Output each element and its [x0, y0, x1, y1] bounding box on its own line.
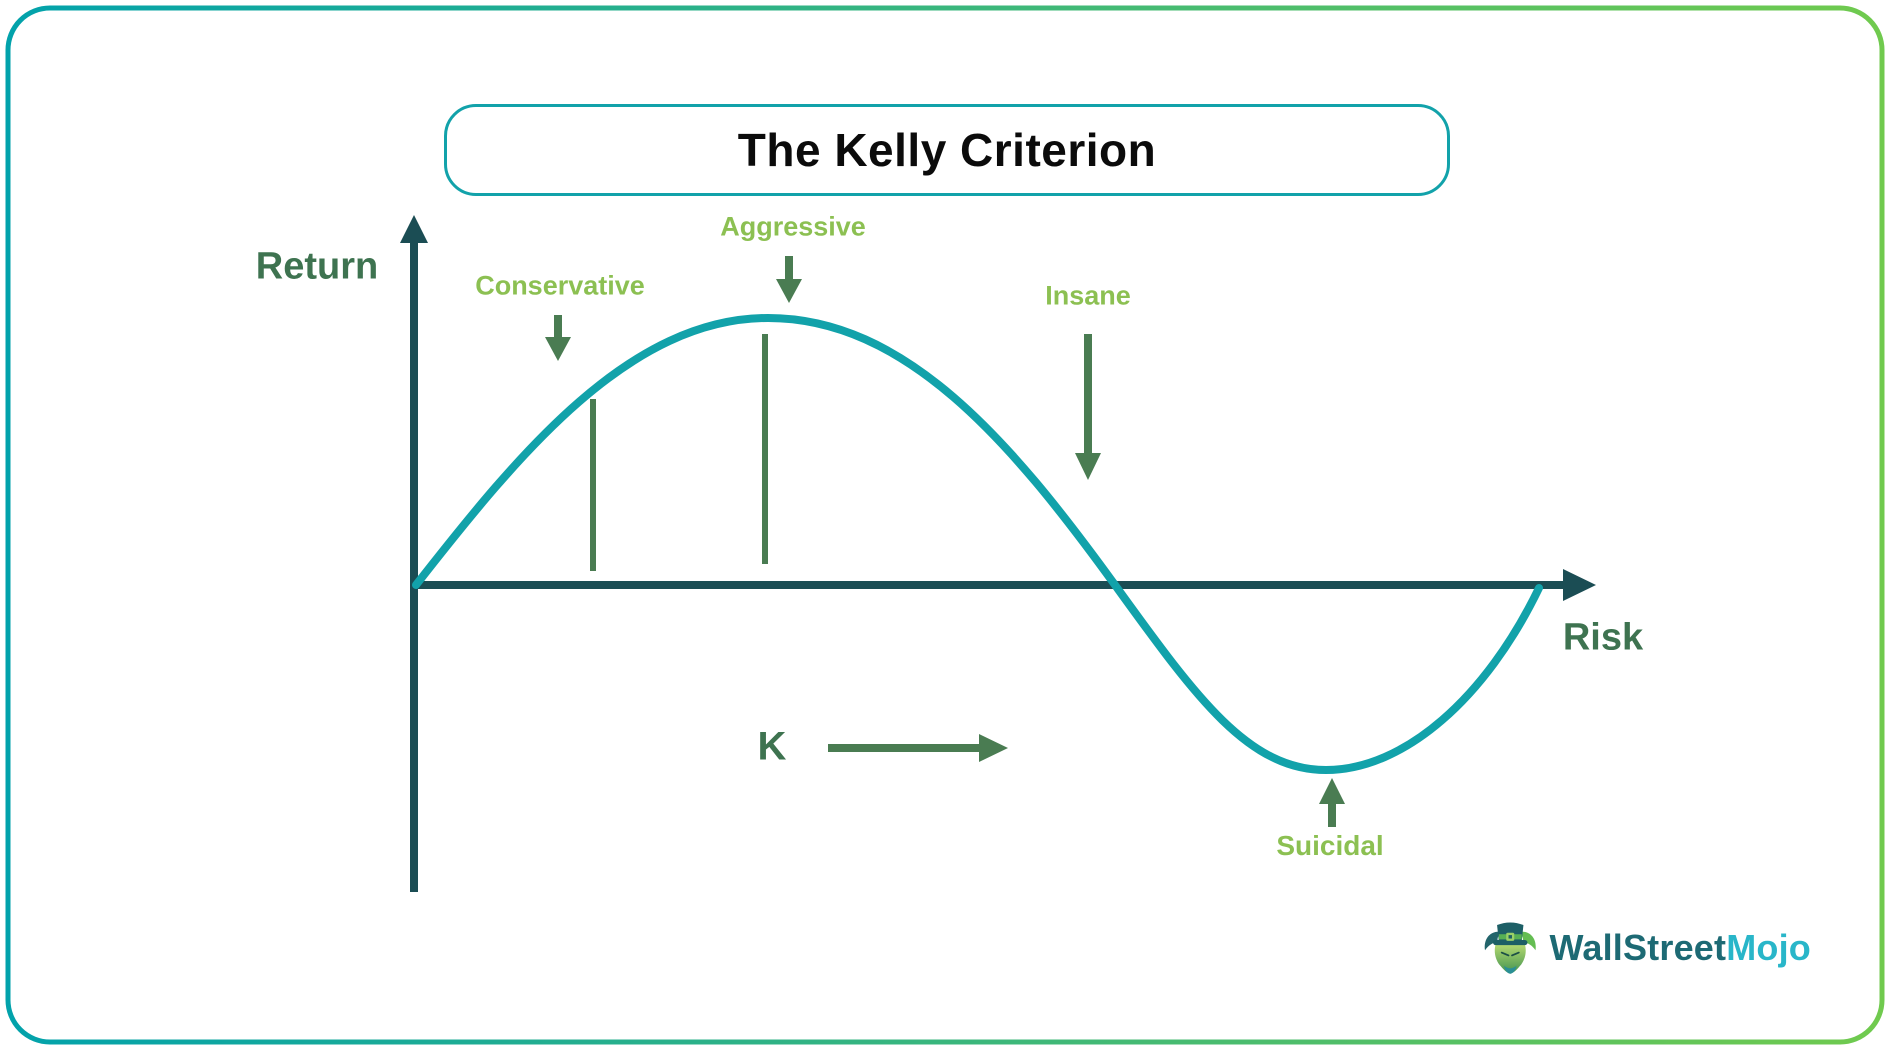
page-title: The Kelly Criterion: [737, 124, 1157, 176]
brand-wordmark: WallStreetMojo: [1550, 927, 1812, 969]
insane-arrow-icon: [1075, 334, 1101, 480]
y-axis-arrowhead: [400, 215, 428, 243]
brand-wordmark-first: WallStreet: [1549, 927, 1727, 968]
conservative-arrow-icon: [545, 315, 571, 361]
insane-zone-label: Insane: [1045, 280, 1131, 311]
suicidal-arrow-icon: [1319, 778, 1345, 827]
kelly-curve: [412, 313, 1543, 775]
x-axis-arrowhead: [1563, 569, 1596, 601]
k-fraction-label: K: [757, 724, 787, 769]
conservative-zone-label: Conservative: [475, 270, 645, 301]
chart-title-box: The Kelly Criterion: [444, 104, 1450, 196]
y-axis-label: Return: [255, 245, 379, 288]
bull-logo-icon: [1484, 922, 1536, 974]
brand-wordmark-second: Mojo: [1726, 927, 1811, 968]
k-direction-arrow-icon: [828, 734, 1008, 762]
aggressive-zone-label: Aggressive: [720, 211, 866, 242]
suicidal-zone-label: Suicidal: [1276, 830, 1384, 861]
figure-border: [5, 5, 1885, 1045]
x-axis-label: Risk: [1562, 616, 1644, 659]
wallstreetmojo-logo: WallStreetMojo: [1481, 898, 1811, 998]
aggressive-arrow-icon: [776, 256, 802, 303]
